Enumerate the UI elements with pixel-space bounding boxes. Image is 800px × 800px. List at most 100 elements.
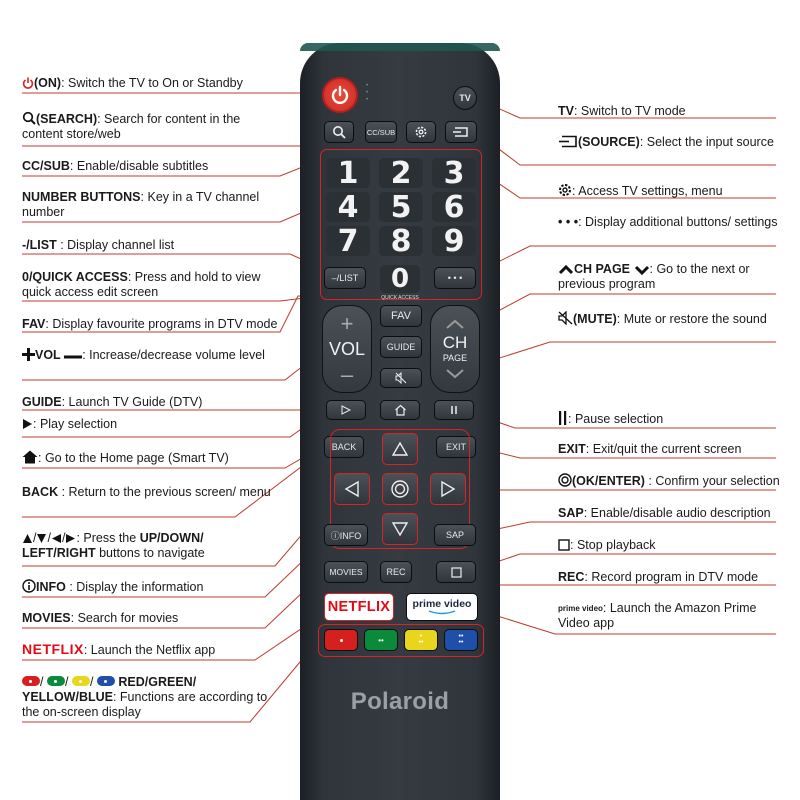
chevron-down-icon	[634, 265, 649, 275]
prime-smile-icon	[428, 610, 456, 615]
stop-icon	[558, 539, 570, 551]
power-icon	[331, 85, 349, 104]
mute-icon	[558, 311, 573, 325]
number-button-5[interactable]: 5	[379, 190, 423, 225]
label-mute: (MUTE): Mute or restore the sound	[558, 311, 790, 327]
sap-button[interactable]: SAP	[434, 524, 476, 546]
label-number-buttons: NUMBER BUTTONS: Key in a TV channel numb…	[22, 190, 260, 219]
play-icon	[23, 419, 32, 429]
netflix-logo: NETFLIX	[22, 641, 84, 657]
prime-video-logo: prime video	[558, 604, 603, 613]
label-play: : Play selection	[22, 417, 280, 432]
settings-button[interactable]	[406, 121, 436, 143]
left-button[interactable]	[334, 473, 370, 505]
list-button[interactable]: –/LIST	[324, 267, 366, 289]
netflix-button[interactable]: NETFLIX	[324, 593, 394, 621]
more-button[interactable]: • • •	[434, 267, 476, 289]
channel-label: CH	[442, 333, 468, 352]
arrow-up-icon	[391, 441, 409, 456]
exit-button[interactable]: EXIT	[436, 436, 476, 458]
back-button[interactable]: BACK	[324, 436, 364, 458]
up-button[interactable]	[382, 433, 418, 465]
red-button[interactable]	[324, 629, 358, 651]
channel-page-rocker[interactable]: CH PAGE	[430, 305, 480, 393]
fav-button[interactable]: FAV	[380, 305, 422, 327]
movies-button[interactable]: MOVIES	[324, 561, 368, 583]
guide-button[interactable]: GUIDE	[380, 336, 422, 358]
label-home: : Go to the Home page (Smart TV)	[22, 450, 280, 466]
remote-top-edge	[300, 43, 500, 51]
mute-icon	[395, 372, 407, 384]
led-dots: •••	[366, 83, 369, 103]
number-button-4[interactable]: 4	[326, 190, 370, 225]
quick-access-label: QUICK ACCESS	[381, 295, 419, 301]
number-button-6[interactable]: 6	[432, 190, 476, 225]
play-button[interactable]	[326, 400, 366, 420]
stop-button[interactable]	[436, 561, 476, 583]
gear-icon	[559, 184, 571, 196]
prime-video-logo: prime video	[412, 598, 472, 610]
ok-button[interactable]	[382, 473, 418, 505]
arrow-left-icon	[344, 480, 359, 498]
chevron-down-icon	[446, 369, 464, 379]
number-button-1[interactable]: 1	[326, 156, 370, 191]
ok-icon	[391, 480, 409, 498]
label-stop: : Stop playback	[558, 538, 790, 553]
arrow-right-icon	[441, 480, 456, 498]
info-button[interactable]: ⓘINFO	[324, 524, 368, 546]
power-button[interactable]	[322, 77, 358, 113]
pause-button[interactable]	[434, 400, 474, 420]
home-button[interactable]	[380, 400, 420, 420]
yellow-button[interactable]: •••	[404, 629, 438, 651]
volume-rocker[interactable]: + VOL –	[322, 305, 372, 393]
info-icon	[22, 579, 36, 593]
source-button[interactable]	[445, 121, 477, 143]
ok-icon	[558, 473, 572, 487]
blue-button-dots: ••••	[458, 633, 464, 646]
rec-button[interactable]: REC	[380, 561, 412, 583]
number-button-7[interactable]: 7	[326, 224, 370, 259]
right-button[interactable]	[430, 473, 466, 505]
search-icon	[22, 111, 36, 125]
tv-button[interactable]: TV	[453, 86, 477, 110]
label-channel-page: CH PAGE : Go to the next or previous pro…	[558, 262, 750, 291]
prime-video-button[interactable]: prime video	[406, 593, 478, 621]
arrow-right-icon	[66, 534, 76, 543]
source-icon	[453, 127, 468, 137]
number-button-2[interactable]: 2	[379, 156, 423, 191]
remote-control: ••• TV CC/SUB 1 2 3 4 5 6 7 8 9 –/LIST 0…	[300, 43, 500, 800]
label-rec: REC: Record program in DTV mode	[558, 570, 759, 584]
label-quick-access: 0/QUICK ACCESS: Press and hold to view q…	[22, 270, 261, 299]
mute-button[interactable]	[380, 368, 422, 388]
number-button-9[interactable]: 9	[432, 224, 476, 259]
stop-icon	[450, 566, 462, 578]
power-icon	[22, 77, 34, 89]
number-button-3[interactable]: 3	[432, 156, 476, 191]
number-button-8[interactable]: 8	[379, 224, 423, 259]
label-list: -/LIST : Display channel list	[22, 238, 175, 252]
volume-label: VOL	[328, 338, 366, 359]
ccsub-button[interactable]: CC/SUB	[365, 121, 397, 143]
search-button[interactable]	[324, 121, 354, 143]
label-navigation: ///: Press the UP/DOWN/ LEFT/RIGHT butto…	[22, 531, 205, 560]
zero-button[interactable]: 0	[380, 264, 420, 294]
leader-back	[22, 447, 327, 518]
arrow-down-icon	[37, 534, 47, 543]
label-vol: VOL : Increase/decrease volume level	[22, 348, 280, 363]
volume-up-symbol: +	[340, 310, 354, 336]
green-button[interactable]: ••	[364, 629, 398, 651]
label-color-buttons: / / / RED/GREEN/ YELLOW/BLUE: Functions …	[22, 675, 268, 719]
pause-icon	[451, 406, 457, 414]
number-buttons-highlight	[320, 149, 482, 300]
label-guide: GUIDE: Launch TV Guide (DTV)	[22, 395, 203, 409]
search-icon	[333, 126, 346, 139]
leader-sap	[469, 521, 776, 536]
chevron-up-icon	[558, 265, 574, 275]
leader-stop	[469, 553, 776, 572]
label-pause: : Pause selection	[558, 411, 790, 427]
gear-icon	[415, 126, 427, 138]
volume-down-symbol: –	[340, 361, 354, 387]
blue-button[interactable]: ••••	[444, 629, 478, 651]
home-icon	[394, 404, 406, 416]
down-button[interactable]	[382, 513, 418, 545]
